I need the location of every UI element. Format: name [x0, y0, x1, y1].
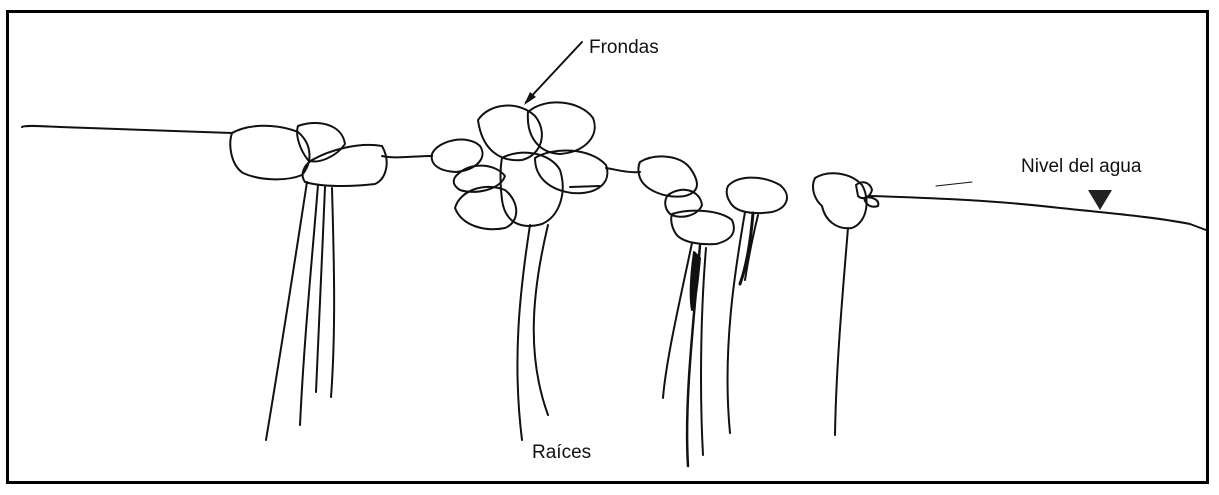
frond	[432, 140, 483, 172]
plant-1	[230, 123, 386, 440]
frond	[303, 145, 387, 186]
plant-2	[432, 102, 608, 440]
water-surface-dash	[936, 182, 972, 186]
water-surface-line-4	[870, 196, 1206, 230]
root	[534, 225, 548, 415]
root	[663, 243, 692, 398]
frond	[455, 187, 516, 229]
root	[728, 212, 745, 433]
water-surface-line	[22, 126, 232, 133]
water-level-label: Nivel del agua	[1021, 157, 1141, 176]
water-surface-line-2	[382, 156, 432, 157]
fronds-arrow-line	[526, 42, 582, 102]
frond	[528, 102, 595, 154]
root	[517, 225, 530, 440]
frond	[665, 190, 702, 217]
roots-label: Raíces	[532, 443, 591, 462]
frond-fold	[570, 186, 600, 187]
frond	[671, 211, 734, 245]
frond	[813, 173, 867, 228]
plant-5	[813, 173, 878, 435]
plant-4	[727, 178, 787, 433]
root	[835, 228, 848, 435]
frond	[501, 153, 563, 226]
frond	[727, 178, 787, 213]
root-fill	[691, 252, 700, 310]
plant-3	[639, 156, 734, 466]
frond	[478, 106, 542, 161]
root	[331, 188, 334, 397]
water-surface-line-3	[606, 168, 640, 172]
root	[701, 248, 706, 455]
fronds-label: Frondas	[589, 38, 659, 57]
root	[316, 187, 325, 392]
water-level-marker-icon	[1088, 190, 1112, 210]
